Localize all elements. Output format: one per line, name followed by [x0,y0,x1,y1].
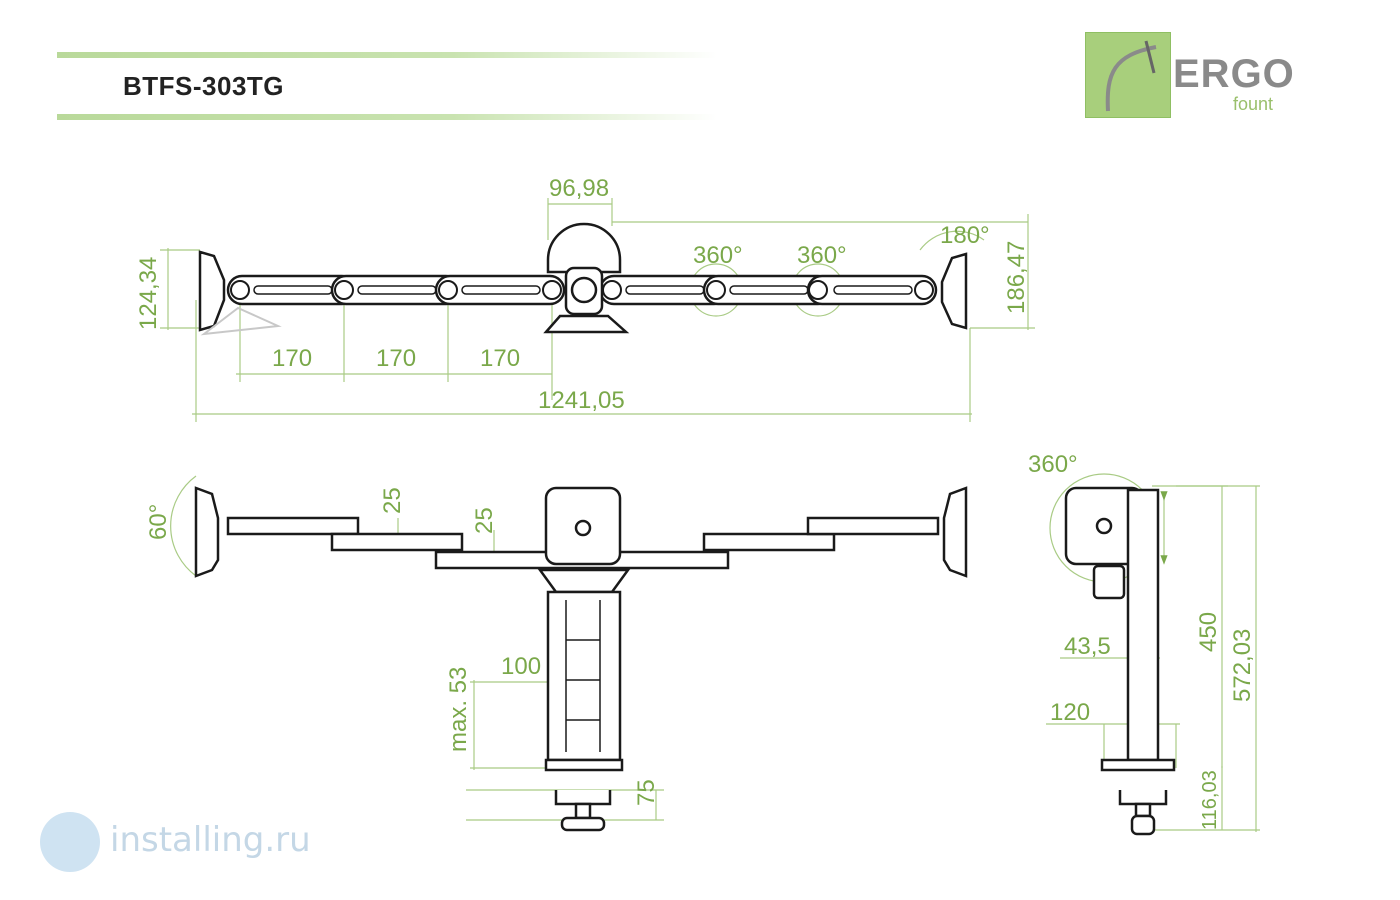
dim-rotation-360-b: 360° [797,242,847,269]
front-view-arms [194,486,968,832]
watermark: installing.ru [22,808,316,876]
dim-rotation-360-a: 360° [693,242,743,269]
header-rule-bottom [57,114,717,120]
front-view: 60° 25 25 100 max. 53 75 [145,475,968,832]
side-view: 360° 43,5 120 450 572,03 116,03 [1028,451,1260,836]
top-view-arms [226,274,938,306]
front-pole [546,590,622,762]
front-left-lower-arm [330,532,464,552]
dim-offset-left: 25 [379,487,406,514]
dim-base-depth: 120 [1050,699,1090,726]
brand-sub: fount [1233,94,1274,114]
front-right-upper-arm [806,516,940,536]
dim-pole-width: 100 [501,653,541,680]
dim-clamp-height: 116,03 [1199,770,1221,830]
dim-left-height: 124,34 [135,257,162,330]
front-pole-grooves [565,600,601,752]
dim-rotation-180: 180° [940,222,990,249]
side-pole [1126,488,1160,762]
side-clamp [1118,790,1168,806]
front-base [544,758,624,772]
dim-tilt-60: 60° [145,504,172,540]
dim-clamp-max: max. 53 [445,667,472,752]
dim-offset-right: 25 [471,507,498,534]
top-view-joints [230,280,934,300]
dim-bracket-width: 96,98 [549,175,609,202]
front-clamp [554,790,612,806]
side-vesa-hub [1095,517,1113,535]
top-view-center-mount [543,222,630,334]
dim-side-rotation: 360° [1028,451,1078,478]
brand-logo-icon [1085,32,1171,118]
dim-arm-offset: 43,5 [1064,633,1111,660]
dim-overall-width: 1241,05 [538,387,625,414]
top-view-ghost-bracket [200,306,282,336]
front-left-upper-arm [226,516,360,536]
front-vesa-hub [574,519,592,537]
top-view: 124,34 96,98 186,47 180° 360° 360° 170 1… [135,175,1035,422]
brand-logo: ERGO fount [1083,28,1294,132]
side-view-parts [1064,486,1176,836]
dim-segment-1: 170 [272,345,312,372]
dim-total-height: 572,03 [1229,629,1256,702]
front-right-plate [942,486,968,578]
side-base [1100,758,1176,772]
dim-segment-2: 170 [376,345,416,372]
dim-segment-3: 170 [480,345,520,372]
side-arm-joint [1092,564,1126,600]
dim-adjust-range: 450 [1195,612,1222,652]
watermark-text: installing.ru [110,820,311,860]
brand-name: ERGO [1173,52,1295,96]
front-right-lower-arm [702,532,836,552]
model-title: BTFS-303TG [123,71,285,101]
front-clamp-knob [560,816,606,832]
side-clamp-screw [1134,802,1152,818]
dim-clamp-depth: 75 [633,779,660,806]
front-left-plate [194,486,220,578]
dim-right-height: 186,47 [1003,241,1030,314]
watermark-logo-icon [40,812,100,872]
top-view-dimension-lines [160,198,1035,422]
top-view-plates [198,250,968,332]
front-clamp-screw [574,802,592,820]
side-clamp-knob [1130,814,1156,836]
front-pole-cap [537,568,631,594]
top-view-arm-slots [253,285,913,295]
header-rule-top [57,52,717,58]
